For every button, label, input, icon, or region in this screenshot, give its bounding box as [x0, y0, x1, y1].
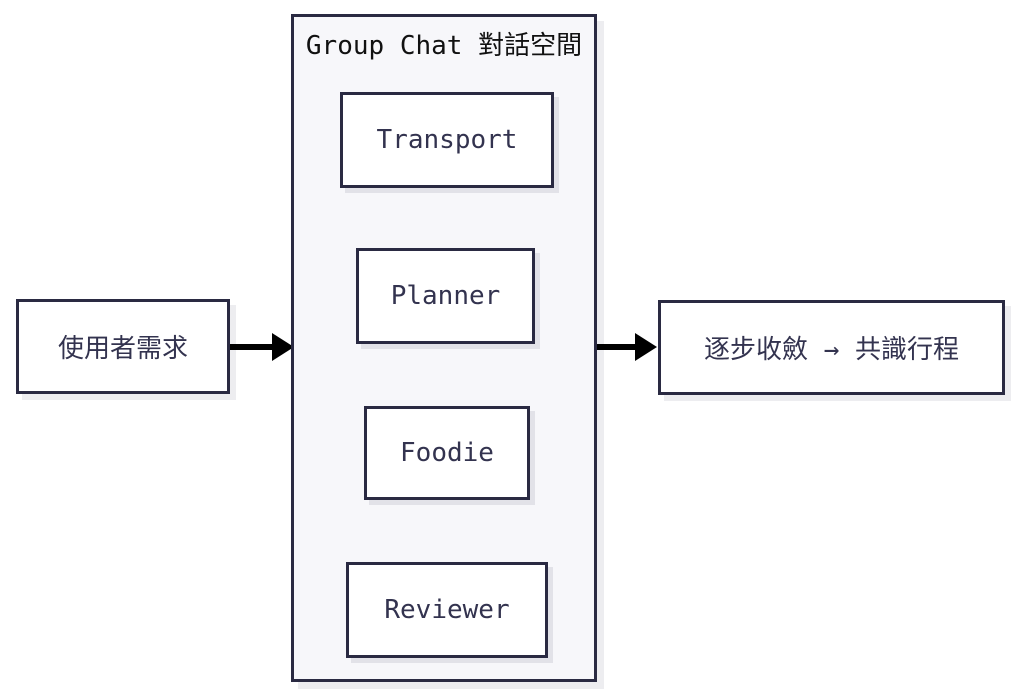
- node-agent-foodie: Foodie: [364, 406, 530, 500]
- node-agent-planner-label: Planner: [390, 281, 501, 311]
- node-agent-transport: Transport: [340, 92, 554, 188]
- node-consensus-itinerary-label: 逐步收斂 → 共識行程: [704, 335, 959, 365]
- node-user-request-label: 使用者需求: [57, 334, 188, 364]
- node-consensus-itinerary: 逐步收斂 → 共識行程: [658, 300, 1005, 395]
- node-agent-transport-label: Transport: [376, 125, 518, 155]
- node-user-request: 使用者需求: [16, 299, 230, 394]
- arrow-input-to-groupchat-line: [230, 344, 274, 350]
- arrow-groupchat-to-output-line: [597, 344, 637, 350]
- node-agent-planner: Planner: [356, 248, 535, 344]
- arrow-groupchat-to-output-head-icon: [635, 333, 657, 361]
- group-chat-container: Group Chat 對話空間 Transport Planner Foodie…: [291, 14, 597, 682]
- group-chat-container-title: Group Chat 對話空間: [305, 31, 583, 61]
- node-agent-reviewer: Reviewer: [346, 562, 548, 658]
- node-agent-foodie-label: Foodie: [400, 438, 494, 468]
- arrow-input-to-groupchat-head-icon: [272, 333, 294, 361]
- node-agent-reviewer-label: Reviewer: [384, 595, 510, 625]
